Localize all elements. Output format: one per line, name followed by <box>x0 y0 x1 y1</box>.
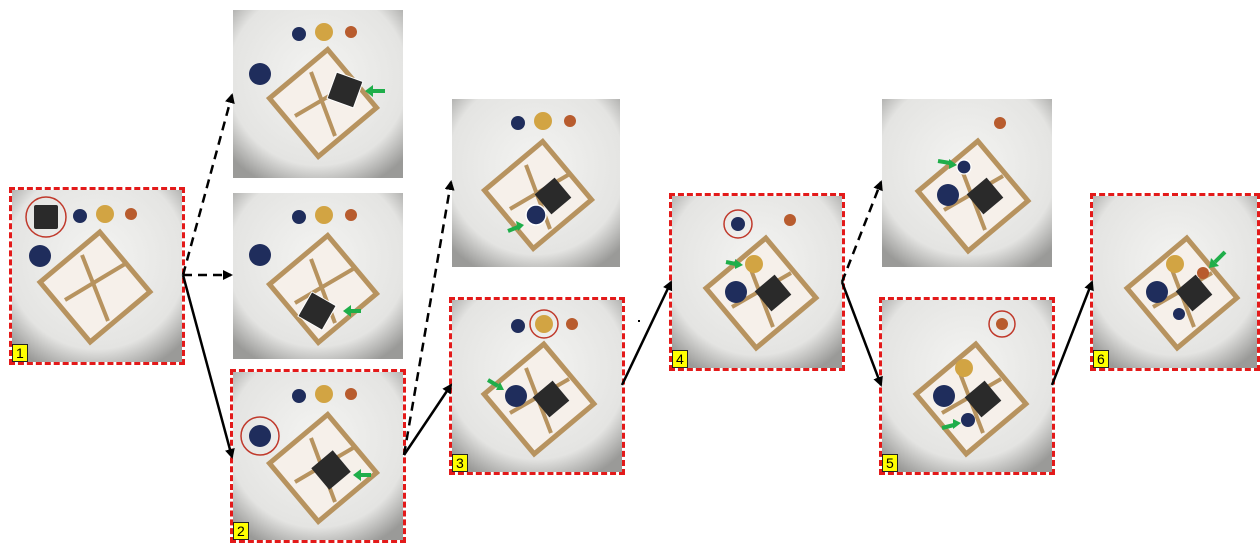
arrow-solid-1-to-2 <box>181 274 235 459</box>
scene-image-step-2 <box>233 372 403 540</box>
step-label: 5 <box>882 454 898 472</box>
panel-candidate-b <box>233 193 403 359</box>
scene-image-candidate-c <box>452 99 620 267</box>
scene-image-candidate-d <box>882 99 1052 267</box>
orange-cup <box>1197 267 1209 279</box>
arrow-solid-2-to-3 <box>402 383 453 456</box>
navy-cup-small <box>731 217 745 231</box>
green-arrow-icon <box>343 305 361 317</box>
scene-image-step-4 <box>672 196 842 368</box>
scene-image-step-3 <box>452 300 622 472</box>
black-box <box>297 291 337 331</box>
green-arrow-icon <box>486 378 504 390</box>
navy-cup-small <box>961 413 975 427</box>
step-label: 3 <box>452 454 468 472</box>
panel-step-2: 2 <box>230 369 406 543</box>
gold-cup <box>535 315 553 333</box>
red-circle-icon <box>240 416 280 456</box>
green-arrow-icon <box>941 419 961 430</box>
green-arrow-icon <box>1209 250 1227 268</box>
panel-step-6: 6 <box>1090 193 1260 371</box>
scene-image-candidate-a <box>233 10 403 178</box>
arrow-solid-4-to-5 <box>840 281 883 387</box>
green-arrow-icon <box>507 221 524 233</box>
black-box <box>311 450 351 490</box>
panel-step-5: 5 <box>879 297 1055 475</box>
red-circle-icon <box>988 310 1016 338</box>
gold-cup <box>745 255 763 273</box>
step-label: 4 <box>672 350 688 368</box>
navy-bowl <box>505 385 527 407</box>
green-arrow-icon <box>353 469 371 481</box>
panel-candidate-a <box>233 10 403 178</box>
arrow-dashed-2-to-c <box>402 180 455 456</box>
scene-image-step-5 <box>882 300 1052 472</box>
panel-candidate-c <box>452 99 620 267</box>
scene-image-step-6 <box>1093 196 1257 368</box>
orange-cup <box>996 318 1008 330</box>
scene-image-candidate-b <box>233 193 403 359</box>
gold-cup <box>96 205 114 223</box>
navy-bowl <box>29 245 51 267</box>
green-arrow-icon <box>725 259 743 269</box>
step-label: 6 <box>1093 350 1109 368</box>
orange-cup <box>125 208 137 220</box>
arrow-dashed-1-to-a <box>181 93 235 276</box>
red-circle-icon <box>529 309 559 339</box>
panel-step-3: 3 <box>449 297 625 475</box>
panel-step-4: 4 <box>669 193 845 371</box>
navy-bowl <box>249 425 271 447</box>
red-circle-icon <box>25 196 67 238</box>
arrow-solid-5-to-6 <box>1050 280 1094 386</box>
stray-dot <box>638 320 640 322</box>
step-label: 1 <box>12 344 28 362</box>
navy-bowl <box>525 204 547 226</box>
green-arrow-icon <box>365 85 385 97</box>
red-circle-icon <box>723 209 753 239</box>
panel-candidate-d <box>882 99 1052 267</box>
step-label: 2 <box>233 522 249 540</box>
navy-cup-small <box>73 209 87 223</box>
arrow-solid-3-to-4 <box>620 280 673 386</box>
arrow-dashed-4-to-d <box>840 180 883 283</box>
black-box <box>326 71 364 109</box>
scene-image-step-1 <box>12 190 182 362</box>
black-box <box>34 205 58 229</box>
green-arrow-icon <box>937 159 957 169</box>
panel-step-1: 1 <box>9 187 185 365</box>
